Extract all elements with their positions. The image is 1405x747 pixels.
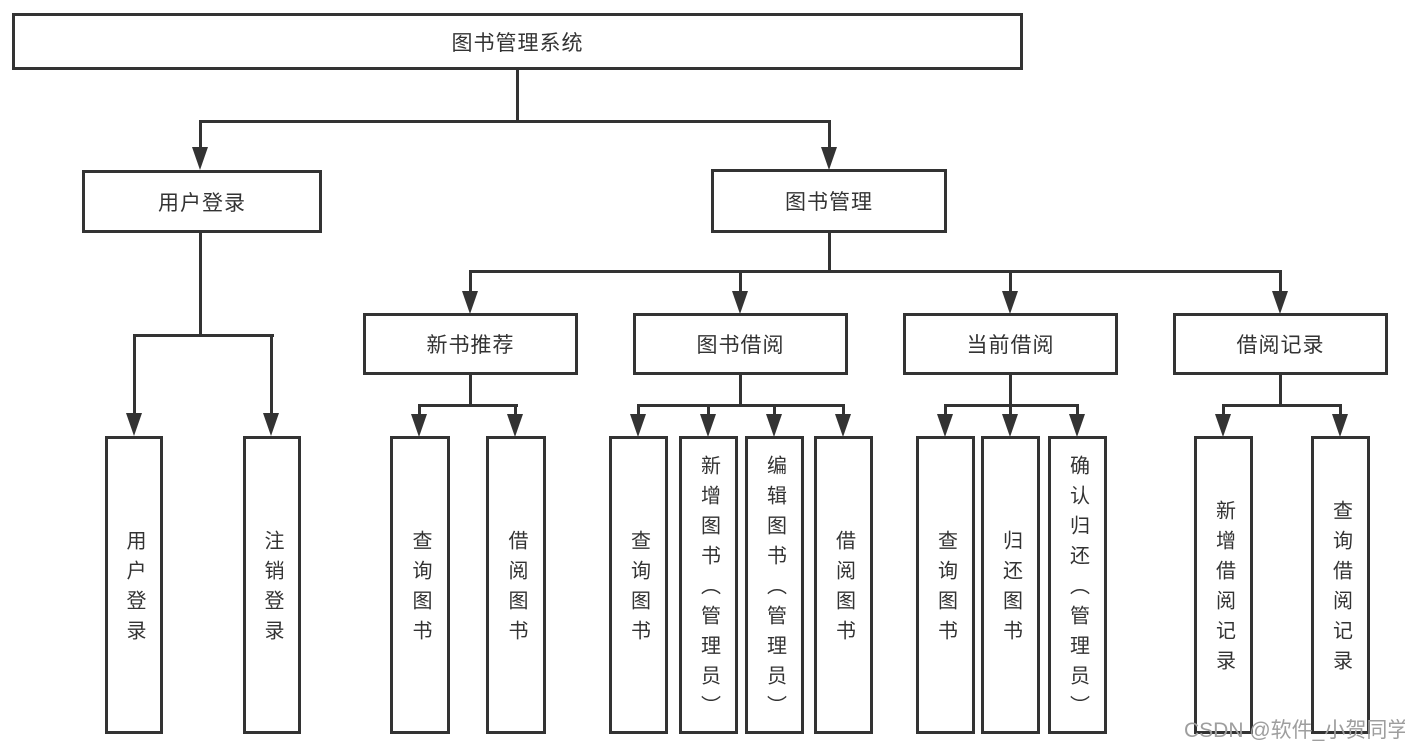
leaf-logout-label: 注销登录 xyxy=(261,530,283,650)
connector-userlogin-stem xyxy=(199,233,202,336)
arrow-current-leaf3 xyxy=(1069,414,1085,437)
connector-current-leaf1 xyxy=(944,404,947,416)
connector-records-stem xyxy=(1279,375,1282,407)
leaf-newrec-query-books: 查询图书 xyxy=(390,436,450,734)
leaf-borrow-borrow-books: 借阅图书 xyxy=(814,436,873,734)
connector-borrow-leaf4 xyxy=(842,404,845,416)
leaf-borrow-query-books: 查询图书 xyxy=(609,436,668,734)
connector-borrow-leaf2 xyxy=(707,404,710,416)
connector-current-leaf2 xyxy=(1009,404,1012,416)
arrow-to-user-login xyxy=(192,147,208,170)
connector-to-new-rec xyxy=(469,270,472,292)
arrow-records-leaf1 xyxy=(1215,414,1231,437)
leaf-borrow-borrow-books-label: 借阅图书 xyxy=(832,530,855,650)
csdn-watermark: CSDN @软件_小贺同学 xyxy=(1184,719,1405,742)
connector-borrow-leaf3 xyxy=(773,404,776,416)
node-root-label: 图书管理系统 xyxy=(451,31,584,55)
connector-to-leaf-login xyxy=(133,334,136,414)
connector-records-leaf2 xyxy=(1339,404,1342,416)
node-borrow-records: 借阅记录 xyxy=(1173,313,1388,375)
leaf-current-return-books-label: 归还图书 xyxy=(999,530,1022,650)
leaf-records-query-record-label: 查询借阅记录 xyxy=(1329,500,1352,680)
connector-current-leaf3 xyxy=(1076,404,1079,416)
leaf-borrow-edit-books-admin: 编辑图书（管理员） xyxy=(745,436,804,734)
connector-root-to-userlogin xyxy=(199,120,202,148)
arrow-to-records xyxy=(1272,291,1288,314)
connector-borrow-stem xyxy=(739,375,742,407)
arrow-to-leaf-logout xyxy=(263,413,279,436)
leaf-current-query-books-label: 查询图书 xyxy=(934,530,957,650)
leaf-current-confirm-return-admin-label: 确认归还（管理员） xyxy=(1066,455,1089,725)
leaf-logout: 注销登录 xyxy=(243,436,301,734)
connector-to-current xyxy=(1009,270,1012,292)
node-root: 图书管理系统 xyxy=(12,13,1023,70)
arrow-borrow-leaf2 xyxy=(700,414,716,437)
leaf-newrec-borrow-books: 借阅图书 xyxy=(486,436,546,734)
leaf-current-query-books: 查询图书 xyxy=(916,436,975,734)
arrow-to-leaf-login xyxy=(126,413,142,436)
leaf-user-login-label: 用户登录 xyxy=(123,530,145,650)
node-new-book-rec: 新书推荐 xyxy=(363,313,578,375)
leaf-current-confirm-return-admin: 确认归还（管理员） xyxy=(1048,436,1107,734)
leaf-records-add-record: 新增借阅记录 xyxy=(1194,436,1253,734)
connector-newrec-hbar xyxy=(418,404,518,407)
connector-records-leaf1 xyxy=(1222,404,1225,416)
connector-to-leaf-logout xyxy=(270,334,273,414)
connector-root-hbar xyxy=(199,120,831,123)
arrow-to-book-mgmt xyxy=(821,147,837,170)
arrow-borrow-leaf3 xyxy=(766,414,782,437)
node-current-borrow: 当前借阅 xyxy=(903,313,1118,375)
leaf-newrec-query-books-label: 查询图书 xyxy=(409,530,431,650)
connector-newrec-leaf2 xyxy=(514,404,517,416)
leaf-newrec-borrow-books-label: 借阅图书 xyxy=(505,530,527,650)
leaf-borrow-edit-books-admin-label: 编辑图书（管理员） xyxy=(763,455,786,725)
arrow-current-leaf2 xyxy=(1002,414,1018,437)
leaf-borrow-add-books-admin-label: 新增图书（管理员） xyxy=(697,455,720,725)
connector-to-borrow xyxy=(739,270,742,292)
node-user-login: 用户登录 xyxy=(82,170,322,233)
connector-borrow-leaf1 xyxy=(637,404,640,416)
node-book-mgmt-label: 图书管理 xyxy=(785,191,873,214)
arrow-to-borrow xyxy=(732,291,748,314)
leaf-current-return-books: 归还图书 xyxy=(981,436,1040,734)
connector-newrec-stem xyxy=(469,375,472,407)
arrow-current-leaf1 xyxy=(937,414,953,437)
connector-bookmgmt-hbar xyxy=(469,270,1282,273)
leaf-borrow-add-books-admin: 新增图书（管理员） xyxy=(679,436,738,734)
connector-bookmgmt-stem xyxy=(828,233,831,273)
arrow-borrow-leaf1 xyxy=(630,414,646,437)
connector-borrow-hbar xyxy=(637,404,845,407)
leaf-records-query-record: 查询借阅记录 xyxy=(1311,436,1370,734)
leaf-records-add-record-label: 新增借阅记录 xyxy=(1212,500,1235,680)
arrow-to-current xyxy=(1002,291,1018,314)
node-current-borrow-label: 当前借阅 xyxy=(966,334,1055,357)
node-book-borrow-label: 图书借阅 xyxy=(696,334,785,357)
connector-root-to-bookmgmt xyxy=(828,120,831,148)
node-book-mgmt: 图书管理 xyxy=(711,169,947,233)
connector-records-hbar xyxy=(1222,404,1342,407)
node-borrow-records-label: 借阅记录 xyxy=(1236,334,1325,357)
arrow-borrow-leaf4 xyxy=(835,414,851,437)
connector-root-stem xyxy=(516,69,519,122)
leaf-borrow-query-books-label: 查询图书 xyxy=(627,530,650,650)
node-book-borrow: 图书借阅 xyxy=(633,313,848,375)
arrow-newrec-leaf2 xyxy=(507,414,523,437)
node-user-login-label: 用户登录 xyxy=(158,191,246,215)
connector-current-stem xyxy=(1009,375,1012,407)
arrow-to-new-rec xyxy=(462,291,478,314)
connector-to-records xyxy=(1279,270,1282,292)
connector-userlogin-hbar xyxy=(133,334,274,337)
node-new-book-rec-label: 新书推荐 xyxy=(426,334,515,357)
leaf-user-login: 用户登录 xyxy=(105,436,163,734)
connector-newrec-leaf1 xyxy=(418,404,421,416)
arrow-newrec-leaf1 xyxy=(411,414,427,437)
arrow-records-leaf2 xyxy=(1332,414,1348,437)
